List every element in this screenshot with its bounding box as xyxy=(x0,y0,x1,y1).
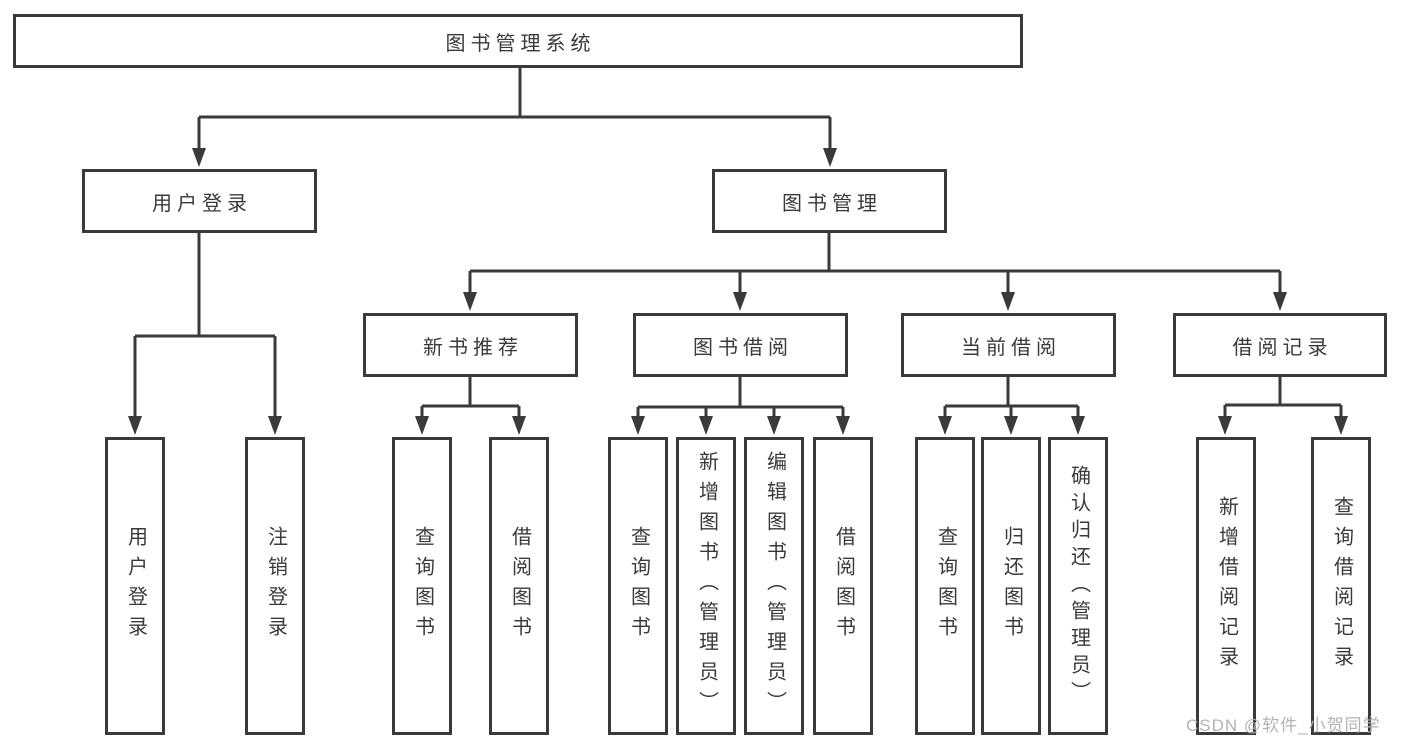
node-new-book-recommend-label: 新书推荐 xyxy=(423,336,523,359)
connector-user-login xyxy=(133,233,277,417)
connector-new-book-recommend xyxy=(420,377,521,417)
node-query-books-borrowing-label: 查询图书 xyxy=(627,526,650,646)
node-root: 图书管理系统 xyxy=(13,14,1023,68)
node-book-management: 图书管理 xyxy=(712,169,947,233)
node-edit-book-admin: 编辑图书（管理员） xyxy=(744,437,804,735)
connector-root xyxy=(197,66,832,149)
node-logout-label: 注销登录 xyxy=(264,526,287,646)
node-logout: 注销登录 xyxy=(245,437,305,735)
node-user-login-leaf: 用户登录 xyxy=(105,437,165,735)
node-borrowing-records: 借阅记录 xyxy=(1173,313,1387,377)
node-user-login-leaf-label: 用户登录 xyxy=(124,526,147,646)
node-return-book-label: 归还图书 xyxy=(1000,526,1023,646)
node-current-borrowing: 当前借阅 xyxy=(901,313,1116,377)
node-add-borrow-record: 新增借阅记录 xyxy=(1196,437,1256,735)
node-current-borrowing-label: 当前借阅 xyxy=(961,336,1061,359)
node-borrow-books-label: 借阅图书 xyxy=(832,526,855,646)
node-borrow-books-recommend-label: 借阅图书 xyxy=(508,526,531,646)
node-query-books-recommend: 查询图书 xyxy=(392,437,452,735)
node-query-books-current: 查询图书 xyxy=(915,437,975,735)
arrowheads xyxy=(128,148,1348,435)
node-borrow-books: 借阅图书 xyxy=(813,437,873,735)
node-confirm-return-admin-label: 确认归还（管理员） xyxy=(1067,464,1090,708)
connector-book-management xyxy=(468,233,1282,293)
node-query-borrow-record-label: 查询借阅记录 xyxy=(1330,496,1353,676)
node-new-book-recommend: 新书推荐 xyxy=(363,313,578,377)
node-user-login-group: 用户登录 xyxy=(82,169,317,233)
node-add-book-admin: 新增图书（管理员） xyxy=(676,437,736,735)
node-borrow-books-recommend: 借阅图书 xyxy=(489,437,549,735)
node-add-borrow-record-label: 新增借阅记录 xyxy=(1215,496,1238,676)
node-edit-book-admin-label: 编辑图书（管理员） xyxy=(763,451,786,721)
node-root-label: 图书管理系统 xyxy=(445,32,596,55)
node-book-borrowing-label: 图书借阅 xyxy=(693,336,793,359)
node-book-management-label: 图书管理 xyxy=(782,192,882,215)
node-add-book-admin-label: 新增图书（管理员） xyxy=(695,451,718,721)
node-query-borrow-record: 查询借阅记录 xyxy=(1311,437,1371,735)
node-borrowing-records-label: 借阅记录 xyxy=(1232,336,1333,359)
node-query-books-borrowing: 查询图书 xyxy=(608,437,668,735)
node-book-borrowing: 图书借阅 xyxy=(633,313,848,377)
node-query-books-current-label: 查询图书 xyxy=(934,526,957,646)
node-return-book: 归还图书 xyxy=(981,437,1041,735)
connector-borrowing-records xyxy=(1223,377,1343,417)
node-confirm-return-admin: 确认归还（管理员） xyxy=(1048,437,1108,735)
node-query-books-recommend-label: 查询图书 xyxy=(411,526,434,646)
connector-current-borrowing xyxy=(943,377,1080,417)
csdn-watermark: CSDN @软件_小贺同学 xyxy=(1186,716,1381,735)
node-user-login-group-label: 用户登录 xyxy=(152,192,252,215)
connector-book-borrowing xyxy=(636,377,845,417)
